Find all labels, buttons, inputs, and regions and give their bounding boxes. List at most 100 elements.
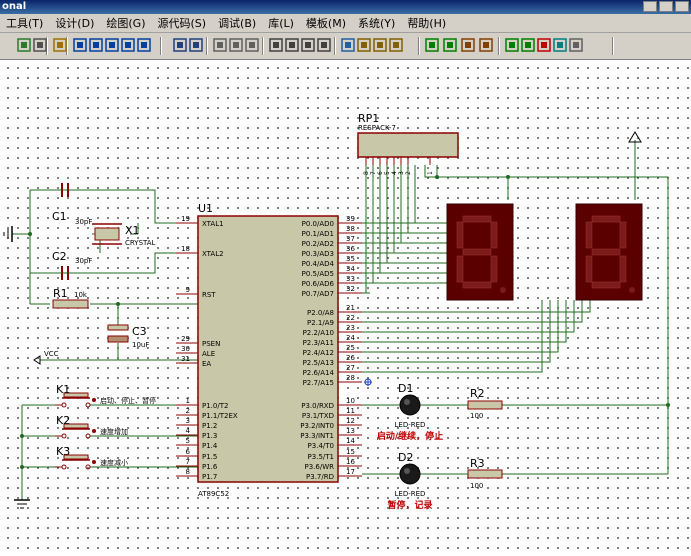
respack-pin-number: 6 xyxy=(377,171,384,175)
pan-icon[interactable] xyxy=(72,37,88,53)
copy-icon[interactable] xyxy=(228,37,244,53)
k3-dot xyxy=(92,460,96,464)
k2-cap xyxy=(63,423,89,429)
probe-marker xyxy=(364,378,372,386)
exit-parent-icon[interactable] xyxy=(520,37,536,53)
r1-value: 10k xyxy=(74,291,88,299)
d2-highlight xyxy=(404,468,410,474)
packaging-icon[interactable] xyxy=(372,37,388,53)
d1-label: 启动/继续，停止 xyxy=(377,430,443,442)
toolbar-separator xyxy=(498,37,500,55)
u1-pin-name: P2.4/A12 xyxy=(303,349,334,357)
k1-ref: K1 xyxy=(56,383,70,396)
grid-icon[interactable] xyxy=(32,37,48,53)
c1-ref: C1 xyxy=(52,210,67,223)
block-copy-icon[interactable] xyxy=(268,37,284,53)
menu-design[interactable]: 设计(D) xyxy=(55,17,95,30)
u1-pin-name: P0.7/AD7 xyxy=(302,290,334,298)
respack-pin-number: 2 xyxy=(405,171,412,175)
u1-pin-name: P3.7/RD xyxy=(306,473,334,481)
menu-debug[interactable]: 调试(B) xyxy=(218,17,257,30)
u1-ref: U1 xyxy=(198,202,213,215)
toolbar-separator xyxy=(334,37,336,55)
menu-tools[interactable]: 工具(T) xyxy=(6,17,44,30)
k3-ref: K3 xyxy=(56,445,70,458)
u1-value: AT89C52 xyxy=(198,490,229,498)
u1-pin-name: P1.0/T2 xyxy=(202,402,228,410)
make-device-icon[interactable] xyxy=(356,37,372,53)
k3-cap xyxy=(63,454,89,460)
u1-pin-name: P2.5/A13 xyxy=(303,359,334,367)
remove-sheet-icon[interactable] xyxy=(504,37,520,53)
netlist-icon[interactable] xyxy=(568,37,584,53)
decompose-icon[interactable] xyxy=(388,37,404,53)
zoom-out-icon[interactable] xyxy=(104,37,120,53)
zoom-all-icon[interactable] xyxy=(120,37,136,53)
u1-pin-name: P0.3/AD3 xyxy=(302,250,334,258)
u1-pin-number: 7 xyxy=(186,458,190,466)
menu-system[interactable]: 系统(Y) xyxy=(358,17,396,30)
menu-help[interactable]: 帮助(H) xyxy=(407,17,447,30)
u1-pin-number: 4 xyxy=(186,427,191,435)
u1-pin-number: 32 xyxy=(346,285,355,293)
display-2-segment xyxy=(585,255,593,283)
menu-source[interactable]: 源代码(S) xyxy=(157,17,207,30)
c1-value: 30pF xyxy=(75,218,92,226)
zoom-area-icon[interactable] xyxy=(136,37,152,53)
search-tag-icon[interactable] xyxy=(442,37,458,53)
toolbar-separator xyxy=(206,37,208,55)
block-rotate-icon[interactable] xyxy=(300,37,316,53)
bom-icon[interactable] xyxy=(536,37,552,53)
zoom-in-icon[interactable] xyxy=(88,37,104,53)
close-button[interactable] xyxy=(675,1,689,12)
block-move-icon[interactable] xyxy=(284,37,300,53)
r1-body xyxy=(52,299,89,309)
display-1-segment xyxy=(462,248,492,256)
u1-pin-name: P1.2 xyxy=(202,422,217,430)
minimize-button[interactable] xyxy=(643,1,657,12)
refresh-icon[interactable] xyxy=(16,37,32,53)
block-delete-icon[interactable] xyxy=(316,37,332,53)
erc-icon[interactable] xyxy=(552,37,568,53)
wire-junction xyxy=(28,232,32,236)
u1-pin-number: 30 xyxy=(181,345,190,353)
respack-pin-number: 3 xyxy=(398,171,405,175)
respack-pin-number: 1 xyxy=(427,171,434,175)
menu-template[interactable]: 模板(M) xyxy=(305,17,346,30)
u1-pin-number: 18 xyxy=(181,245,190,253)
u1-pin-number: 17 xyxy=(346,468,355,476)
display-1-segment xyxy=(456,255,464,283)
origin-icon[interactable] xyxy=(52,37,68,53)
u1-pin-number: 34 xyxy=(346,265,355,273)
cut-icon[interactable] xyxy=(212,37,228,53)
d1-highlight xyxy=(404,399,410,405)
u1-pin-name: P0.5/AD5 xyxy=(302,270,334,278)
crystal-ref: X1 xyxy=(125,224,140,237)
display-1-dot xyxy=(500,287,506,293)
maximize-button[interactable] xyxy=(659,1,673,12)
respack-pin-number: 4 xyxy=(391,171,398,175)
k2-dot xyxy=(92,429,96,433)
u1-pin-number: 39 xyxy=(346,215,355,223)
pick-device-icon[interactable] xyxy=(340,37,356,53)
u1-pin-name: P3.3/INT1 xyxy=(300,432,334,440)
u1-pin-number: 26 xyxy=(346,354,355,362)
u1-pin-name: P1.3 xyxy=(202,432,217,440)
k3-contact xyxy=(85,464,91,470)
menu-graph[interactable]: 绘图(G) xyxy=(106,17,146,30)
paste-icon[interactable] xyxy=(244,37,260,53)
property-assign-icon[interactable] xyxy=(460,37,476,53)
u1-pin-number: 6 xyxy=(186,448,191,456)
c3-plate xyxy=(107,335,129,343)
u1-pin-number: 19 xyxy=(181,215,190,223)
redo-icon[interactable] xyxy=(188,37,204,53)
undo-icon[interactable] xyxy=(172,37,188,53)
u1-pin-name: P2.1/A9 xyxy=(307,319,334,327)
u1-pin-name: XTAL1 xyxy=(202,220,224,228)
wire-autorouter-icon[interactable] xyxy=(424,37,440,53)
new-sheet-icon[interactable] xyxy=(478,37,494,53)
respack-pin-number: 5 xyxy=(384,171,391,175)
menu-library[interactable]: 库(L) xyxy=(268,17,294,30)
